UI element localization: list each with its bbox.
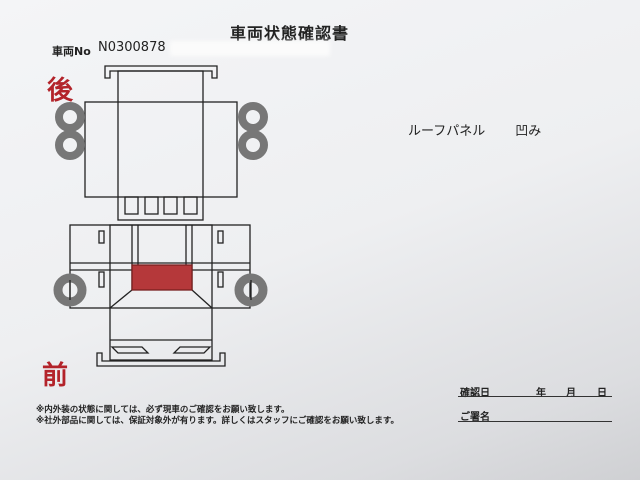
tail-panels xyxy=(124,196,198,215)
signature-line xyxy=(458,421,612,422)
front-bumper xyxy=(96,352,226,367)
day-label: 日 xyxy=(597,388,607,399)
rear-center xyxy=(117,70,204,221)
roof-panel-damage xyxy=(131,264,193,291)
damage-condition: 凹み xyxy=(515,124,542,139)
note: ※社外部品に関しては、保証対象外が有ります。詳しくはスタッフにご確認をお願い致し… xyxy=(36,416,399,426)
rear-body xyxy=(84,101,238,198)
damage-part: ルーフパネル xyxy=(408,124,486,139)
front-body xyxy=(69,224,251,361)
rear-bumper xyxy=(104,65,218,79)
month-label: 月 xyxy=(566,388,576,399)
headlights xyxy=(110,346,212,354)
damage-entry: ルーフパネル 凹み xyxy=(408,120,571,139)
document-title: 車両状態確認書 xyxy=(230,24,350,43)
vehicle-number: N0300878 xyxy=(98,40,166,55)
vehicle-number-label: 車両No xyxy=(52,45,91,58)
redacted-area xyxy=(170,41,330,56)
signature-label: ご署名 xyxy=(460,412,490,423)
date-line xyxy=(458,396,612,397)
confirm-date-label: 確認日 xyxy=(460,388,490,399)
front-label: 前 xyxy=(42,361,69,391)
year-label: 年 xyxy=(536,388,546,399)
front-wheels xyxy=(53,273,268,307)
note: ※内外装の状態に関しては、必ず現車のご確認をお願い致します。 xyxy=(36,405,290,415)
rear-wheels xyxy=(55,102,268,160)
rear-label: 後 xyxy=(47,76,74,106)
